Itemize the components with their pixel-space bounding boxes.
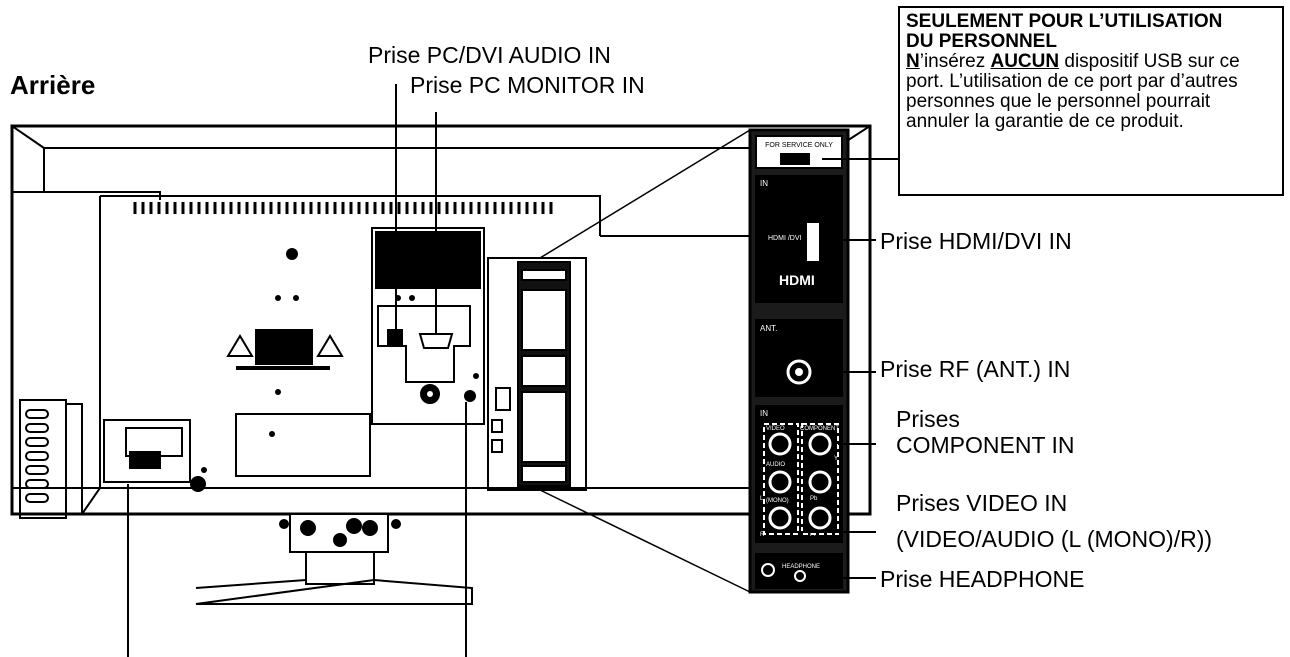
headphone-marking: HEADPHONE	[782, 564, 820, 570]
panel-markings: FOR SERVICE ONLY IN HDMI /DVI HDMI ANT. …	[760, 142, 839, 570]
pb-marking: Pb	[810, 496, 818, 502]
label-hdmi-dvi-in: Prise HDMI/DVI IN	[880, 228, 1072, 254]
service-port-marking: FOR SERVICE ONLY	[765, 142, 833, 149]
ac-inlet-area	[103, 419, 206, 492]
service-notice-box: SEULEMENT POUR L’UTILISATION DU PERSONNE…	[898, 6, 1284, 196]
component-marking: COMPONENT	[800, 426, 839, 432]
ant-marking: ANT.	[760, 324, 777, 333]
notice-text-2: dispositif USB sur ce port. L’utilisatio…	[906, 51, 1240, 132]
label-component-line-1: Prises	[896, 406, 960, 432]
vent-slots	[133, 202, 553, 214]
label-headphone: Prise HEADPHONE	[880, 566, 1085, 592]
audio-marking: AUDIO	[766, 462, 785, 468]
pc-input-cluster	[371, 227, 485, 425]
l-marking: L	[760, 496, 764, 502]
notice-text-1: ’insérez	[919, 51, 991, 72]
notice-heading-line-2: DU PERSONNEL	[906, 31, 1057, 52]
pr-marking: Pr	[810, 532, 816, 538]
mono-marking: (MONO)	[766, 498, 789, 504]
leader-lines	[127, 84, 898, 657]
in-1-marking: IN	[760, 179, 768, 188]
label-video-line-2: (VIDEO/AUDIO (L (MONO)/R))	[896, 526, 1213, 552]
warning-label	[226, 329, 344, 370]
side-input-panel	[487, 257, 587, 491]
r-marking: R	[760, 532, 765, 538]
side-buttons	[19, 399, 83, 519]
zoom-lines	[539, 129, 751, 593]
tv-stand	[195, 513, 473, 605]
label-rf-ant-in: Prise RF (ANT.) IN	[880, 356, 1071, 382]
y-marking: Y	[834, 456, 838, 462]
label-pc-dvi-audio-in: Prise PC/DVI AUDIO IN	[368, 42, 611, 68]
notice-aucun: AUCUN	[990, 51, 1060, 72]
magnified-panel	[748, 128, 850, 594]
in-2-marking: IN	[760, 409, 768, 418]
video-marking: VIDEO	[766, 426, 785, 432]
page-title: Arrière	[10, 70, 96, 100]
label-video-line-1: Prises VIDEO IN	[896, 490, 1068, 516]
blank-panel	[235, 413, 371, 477]
label-pc-monitor-in: Prise PC MONITOR IN	[410, 72, 645, 98]
label-component-line-2: COMPONENT IN	[896, 432, 1075, 458]
hdmi-logo-marking: HDMI	[779, 272, 815, 288]
hdmi-small-marking: HDMI /DVI	[768, 235, 802, 242]
notice-heading-line-1: SEULEMENT POUR L’UTILISATION	[906, 11, 1223, 32]
notice-n-prefix: N	[906, 51, 920, 72]
